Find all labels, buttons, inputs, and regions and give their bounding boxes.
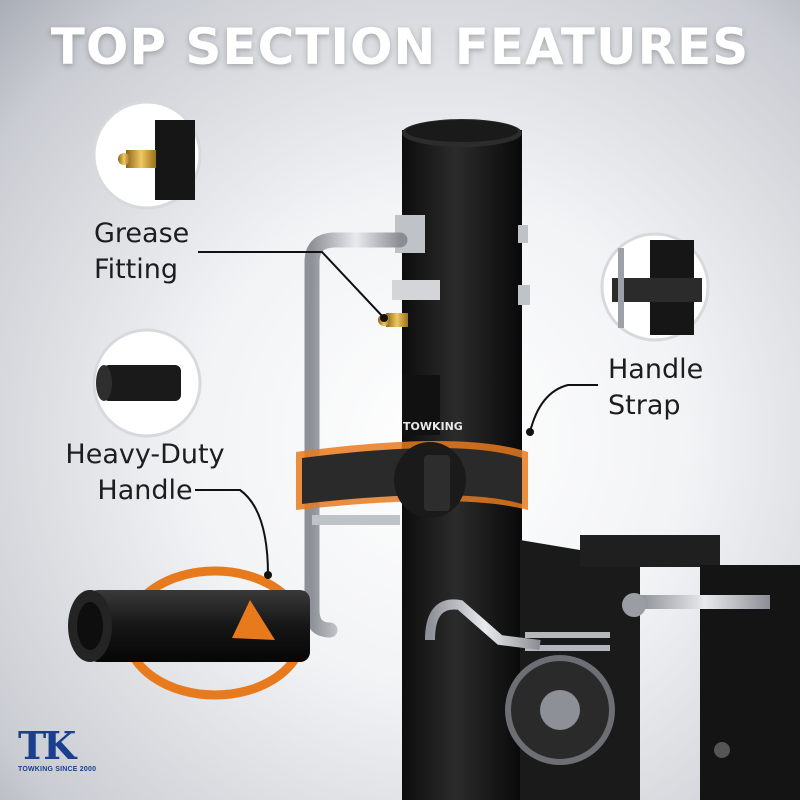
handle-strap (296, 441, 528, 518)
logo-mark: TK (18, 723, 76, 768)
handle-strap-line2: Strap (608, 390, 681, 421)
handle-grip (68, 566, 310, 700)
grease-fitting-label: Grease Fitting (94, 216, 189, 288)
crank-handle (304, 232, 408, 638)
page-title: TOP SECTION FEATURES (50, 18, 750, 76)
grease-fitting-line1: Grease (94, 218, 190, 249)
callout-strap (600, 232, 710, 342)
heavy-duty-handle-line2: Handle (97, 475, 193, 506)
grease-fitting-line2: Fitting (94, 254, 178, 285)
callout-grease (92, 100, 202, 210)
handle-strap-line1: Handle (608, 354, 704, 385)
logo-tagline: TOWKING SINCE 2000 (18, 766, 97, 773)
brand-logo: TK TOWKING SINCE 2000 (18, 723, 100, 774)
callout-handle (92, 328, 202, 438)
heavy-duty-handle-line1: Heavy-Duty (65, 439, 225, 470)
heavy-duty-handle-label: Heavy-Duty Handle (56, 437, 234, 509)
mounting-bracket (425, 535, 800, 800)
handle-strap-label: Handle Strap (608, 352, 703, 424)
leader-lines (195, 251, 598, 579)
brand-mark-text: TOWKING (403, 420, 463, 433)
